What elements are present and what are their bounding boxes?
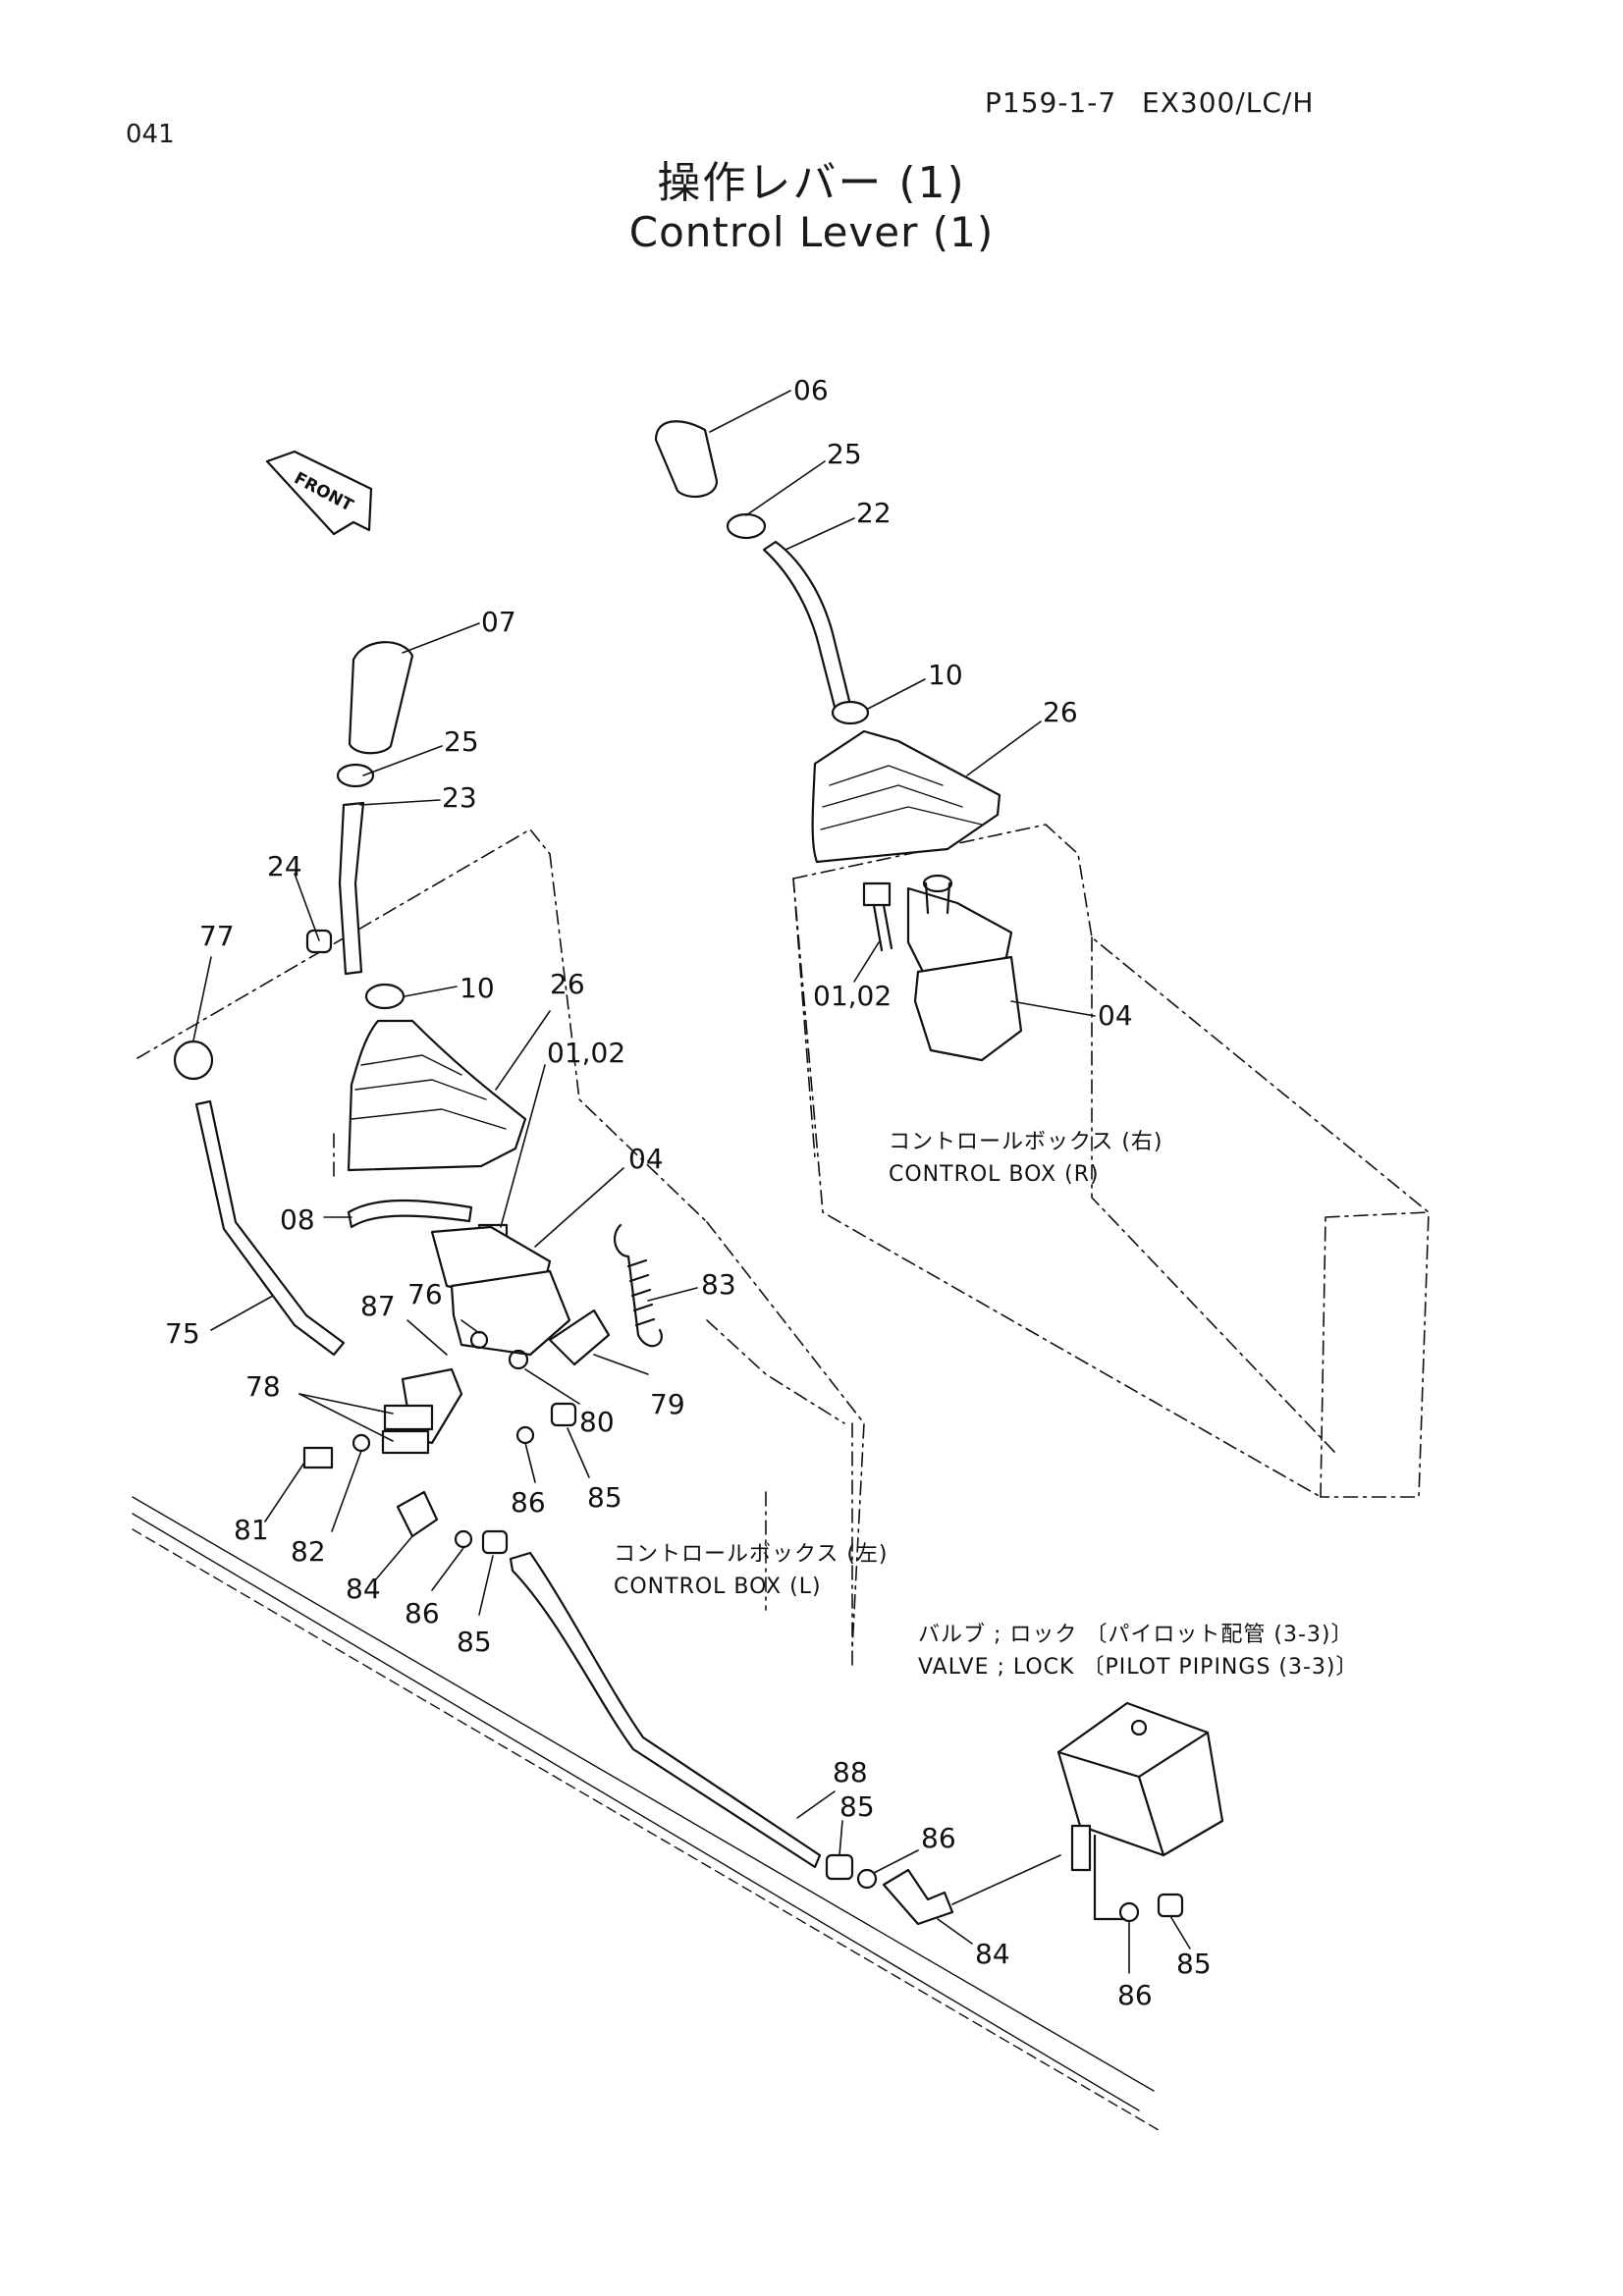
right-pilot-valve — [906, 874, 1023, 1062]
callout-04: 04 — [628, 1143, 664, 1175]
callout-04: 04 — [1098, 999, 1133, 1032]
machine-model: EX300/LC/H — [1142, 86, 1315, 119]
callout-84: 84 — [975, 1938, 1010, 1970]
callout-10: 10 — [460, 972, 495, 1004]
lock-valve — [1056, 1701, 1224, 1921]
control-box-right-label-en: CONTROL BOX (R) — [889, 1162, 1100, 1187]
callout-85: 85 — [1176, 1948, 1212, 1980]
callout-83: 83 — [701, 1268, 736, 1301]
control-box-left-label-en: CONTROL BOX (L) — [614, 1575, 822, 1599]
right-boot — [811, 729, 1001, 864]
left-lever-knob — [348, 641, 414, 755]
pin-79 — [548, 1308, 611, 1366]
lever-rod-75 — [194, 1099, 346, 1357]
page-number: 041 — [126, 120, 175, 149]
front-arrow-icon: FRONT — [265, 450, 373, 536]
callout-80: 80 — [579, 1406, 615, 1438]
callout-24: 24 — [267, 850, 302, 882]
callout-08: 08 — [280, 1203, 315, 1236]
callout-87: 87 — [360, 1290, 396, 1322]
callout-88: 88 — [833, 1756, 868, 1789]
callout-25: 25 — [827, 438, 862, 470]
lock-rod-88 — [509, 1551, 822, 1869]
callout-75: 75 — [165, 1317, 200, 1350]
callout-26: 26 — [550, 968, 585, 1000]
link-08 — [347, 1199, 473, 1229]
right-lever-knob — [654, 420, 719, 499]
left-boot — [347, 1019, 527, 1172]
page-title-english: Control Lever (1) — [628, 208, 995, 256]
right-bolt-0102 — [862, 881, 893, 952]
callout-25: 25 — [444, 725, 479, 758]
callout-10: 10 — [928, 659, 963, 691]
callout-85: 85 — [839, 1790, 875, 1823]
bracket-78 — [381, 1367, 463, 1455]
callout-01-02: 01,02 — [547, 1037, 625, 1069]
right-nut-25 — [726, 512, 767, 540]
washer-86c — [856, 1868, 878, 1890]
callout-22: 22 — [856, 497, 892, 529]
control-box-right-label-jp: コントロールボックス (右) — [889, 1130, 1163, 1154]
callout-86: 86 — [921, 1822, 956, 1854]
control-box-right — [792, 824, 1430, 1498]
left-lever-rod — [338, 801, 365, 976]
right-lever-rod — [762, 540, 852, 709]
document-reference: P159-1-7 — [985, 86, 1117, 119]
washer-86b — [454, 1529, 473, 1549]
callout-06: 06 — [793, 374, 829, 406]
callout-86: 86 — [1117, 1979, 1153, 2011]
left-pilot-valve — [430, 1225, 571, 1357]
callout-86: 86 — [405, 1597, 440, 1629]
lock-valve-label-jp: バルブ ; ロック 〔パイロット配管 (3-3)〕 — [918, 1623, 1354, 1647]
ball-knob-77 — [173, 1040, 214, 1081]
callout-76: 76 — [407, 1278, 443, 1310]
callout-77: 77 — [199, 920, 235, 952]
callout-84: 84 — [346, 1573, 381, 1605]
nut-85a — [550, 1402, 577, 1427]
control-box-left — [136, 828, 865, 1670]
callout-85: 85 — [457, 1626, 492, 1658]
floor-edge — [132, 1496, 1160, 2131]
page-title-japanese: 操作レバー (1) — [657, 158, 966, 208]
left-nut-25 — [336, 763, 375, 788]
callout-81: 81 — [234, 1514, 269, 1546]
washer-80 — [508, 1349, 529, 1370]
washer-82 — [352, 1433, 371, 1453]
callout-26: 26 — [1043, 696, 1078, 728]
left-boot-ribs — [351, 1054, 507, 1130]
callout-78: 78 — [245, 1370, 281, 1403]
right-nut-10 — [831, 700, 870, 725]
callout-01-02: 01,02 — [813, 980, 892, 1012]
nut-85b — [481, 1529, 509, 1555]
elbow-84b — [882, 1868, 954, 1926]
leader-lines — [192, 390, 1191, 1974]
callout-07: 07 — [481, 606, 516, 638]
callout-85: 85 — [587, 1481, 622, 1514]
ring-76 — [469, 1330, 489, 1350]
left-plug-24 — [305, 929, 333, 954]
bolt-81 — [302, 1446, 334, 1469]
washer-86a — [515, 1425, 535, 1445]
left-nut-10 — [364, 983, 406, 1010]
elbow-84 — [396, 1490, 439, 1538]
lock-valve-label-en: VALVE ; LOCK 〔PILOT PIPINGS (3-3)〕 — [918, 1655, 1359, 1680]
nut-85c — [825, 1853, 854, 1881]
callout-86: 86 — [511, 1486, 546, 1519]
washer-86d — [1118, 1901, 1140, 1923]
callout-79: 79 — [650, 1388, 685, 1420]
nut-85d — [1157, 1893, 1184, 1918]
control-box-left-label-jp: コントロールボックス (左) — [614, 1542, 889, 1567]
callout-23: 23 — [442, 781, 477, 814]
right-boot-ribs — [820, 765, 983, 830]
return-spring-83 — [613, 1223, 663, 1348]
callout-82: 82 — [291, 1535, 326, 1568]
